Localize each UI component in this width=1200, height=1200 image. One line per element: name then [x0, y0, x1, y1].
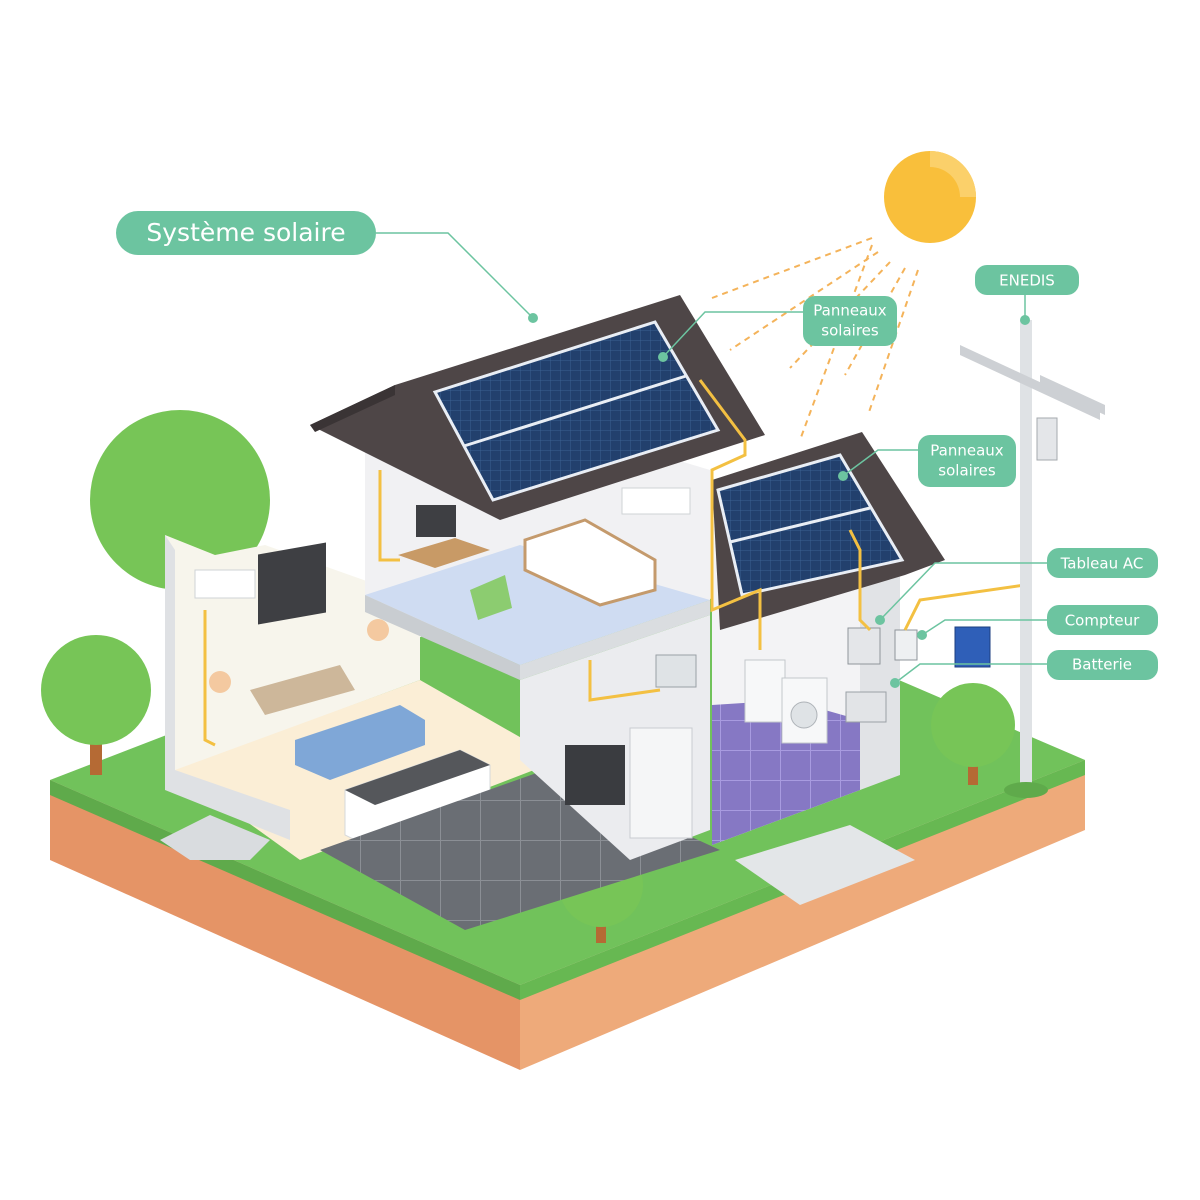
tv-stand [250, 665, 355, 715]
leader-meter-dot [917, 630, 927, 640]
leader-meter [921, 619, 1047, 636]
leader-ac-dot [875, 615, 885, 625]
label-title: Système solaire [116, 211, 376, 255]
inverter [655, 654, 697, 688]
label-panels-top: Panneaux solaires [803, 296, 897, 346]
leader-title-dot [528, 313, 538, 323]
leader-panels-top [662, 311, 803, 358]
leader-battery [894, 663, 1047, 684]
label-title-text: Système solaire [146, 218, 345, 247]
leader-title [376, 232, 534, 319]
walkway [735, 825, 915, 905]
stairs [160, 815, 270, 860]
battery-box [845, 691, 887, 723]
transformer [1036, 417, 1058, 461]
leader-panels-mid-dot [838, 471, 848, 481]
washer-door [790, 701, 818, 729]
label-title-pill [116, 211, 376, 255]
left-exterior-wall [165, 535, 290, 840]
label-panels-mid-pill [918, 435, 1016, 487]
meter-box [894, 629, 918, 661]
stove [565, 745, 625, 805]
main-house [310, 295, 765, 860]
wire-bedroom [378, 470, 400, 562]
ray-4 [844, 267, 906, 376]
label-meter-pill [1047, 605, 1158, 635]
ray-3 [789, 261, 891, 369]
fridge [629, 727, 693, 839]
bed [523, 518, 657, 607]
tree-right [931, 683, 1015, 785]
wire-living [203, 610, 216, 747]
pole [1020, 320, 1032, 790]
sofa [295, 705, 425, 780]
label-panels-mid-line1: Panneaux [930, 442, 1004, 460]
main-roof-edge [310, 385, 395, 432]
label-grid-pill [975, 265, 1079, 295]
wire-grid [903, 380, 1027, 631]
dryer [744, 659, 786, 723]
laundry-side-wall [860, 545, 900, 790]
lamp-left [209, 671, 231, 693]
floor-slab [365, 595, 520, 680]
label-grid: ENEDIS [975, 265, 1079, 295]
wire-kitchen [588, 660, 661, 702]
ac-panel-box [847, 627, 881, 665]
solar-array-garage [716, 453, 905, 597]
label-battery-pill [1047, 650, 1158, 680]
label-panels-mid-line2: solaires [938, 462, 996, 480]
label-panels-top-line2: solaires [821, 322, 879, 340]
laundry-block [712, 432, 991, 845]
sun-group [711, 151, 976, 441]
tv [258, 542, 326, 625]
chair [470, 575, 512, 620]
label-ac-panel-text: Tableau AC [1060, 555, 1144, 573]
soil-front [50, 780, 520, 1070]
wire-main [698, 379, 762, 650]
air-conditioner-upper [621, 487, 691, 515]
label-panels-top-line1: Panneaux [813, 302, 887, 320]
ray-2 [729, 251, 879, 351]
counter-top [345, 750, 490, 805]
desk [398, 538, 490, 568]
utility-pole [960, 320, 1105, 798]
crossarm-lower [1040, 375, 1105, 415]
crossarm-upper [960, 345, 1100, 420]
label-battery-text: Batterie [1072, 656, 1132, 674]
leader-panels-mid [842, 449, 918, 477]
tree-left [41, 635, 151, 775]
solar-array-garage-divider [729, 506, 871, 544]
charge-controller [954, 626, 991, 668]
pole-base [1004, 782, 1048, 798]
label-panels-top-pill [803, 296, 897, 346]
lamp-right [367, 619, 389, 641]
ray-1 [711, 237, 873, 299]
leader-lines [376, 232, 1047, 688]
air-conditioner-left [194, 569, 256, 599]
grass-rim [50, 780, 520, 1000]
leader-battery-dot [890, 678, 900, 688]
wire-garage [848, 529, 872, 632]
leader-ac [879, 562, 1047, 621]
label-grid-text: ENEDIS [999, 272, 1055, 290]
label-ac-panel: Tableau AC [1047, 548, 1158, 578]
sun-highlight [930, 151, 976, 197]
monitor [416, 505, 456, 537]
label-battery: Batterie [1047, 650, 1158, 680]
label-meter-text: Compteur [1065, 612, 1140, 630]
label-ac-panel-pill [1047, 548, 1158, 578]
label-meter: Compteur [1047, 605, 1158, 635]
label-panels-mid: Panneaux solaires [918, 435, 1016, 487]
leader-panels-top-dot [658, 352, 668, 362]
bedroom-floor [365, 545, 710, 665]
soil-side [520, 760, 1085, 1070]
floor-slab-side [520, 600, 710, 680]
ray-5 [867, 269, 919, 416]
solar-array-main-divider [463, 374, 687, 448]
leader-grid-dot [1020, 315, 1030, 325]
